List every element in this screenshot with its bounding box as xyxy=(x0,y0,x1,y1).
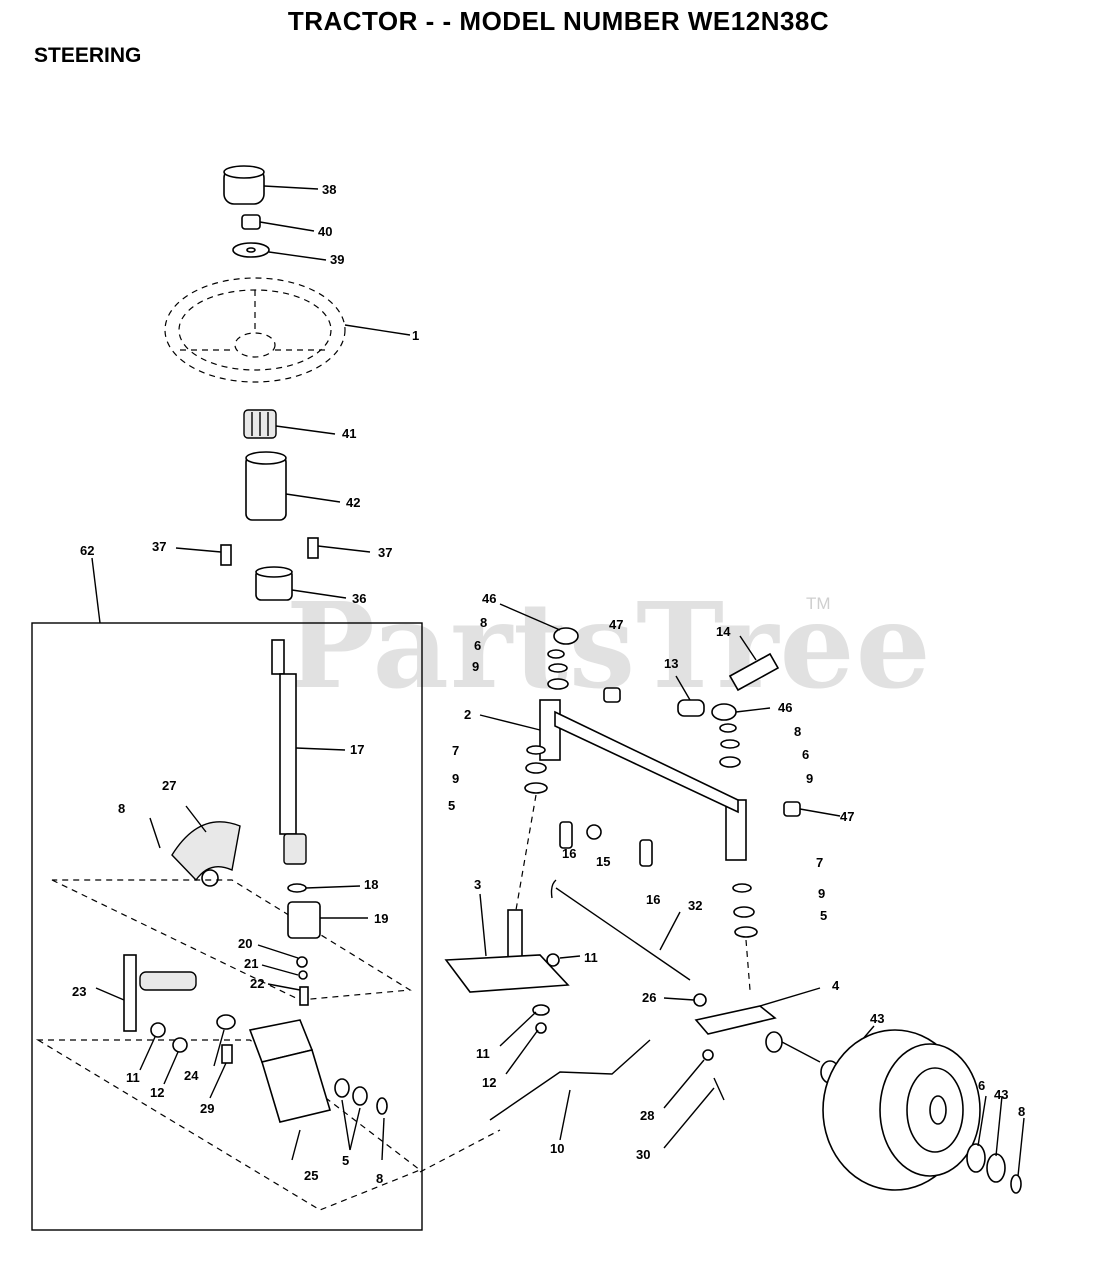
callout-16-b: 16 xyxy=(646,892,660,907)
callout-7-b: 7 xyxy=(816,855,823,870)
callout-47-b: 47 xyxy=(840,809,854,824)
callout-22: 22 xyxy=(250,976,264,991)
callout-40: 40 xyxy=(318,224,332,239)
callout-13: 13 xyxy=(664,656,678,671)
callout-29: 29 xyxy=(200,1101,214,1116)
axle-assembly xyxy=(444,603,875,1149)
adapter-41 xyxy=(243,409,336,439)
callout-6-c: 6 xyxy=(978,1078,985,1093)
callout-8-c: 8 xyxy=(794,724,801,739)
callout-21: 21 xyxy=(244,956,258,971)
callout-12-b: 12 xyxy=(482,1075,496,1090)
callout-8-e: 8 xyxy=(1018,1104,1025,1119)
callout-2: 2 xyxy=(464,707,471,722)
knob-38 xyxy=(223,165,319,205)
callout-11-a: 11 xyxy=(584,950,598,965)
callout-28: 28 xyxy=(640,1108,654,1123)
callout-15: 15 xyxy=(596,854,610,869)
leader-62 xyxy=(91,557,101,624)
steering-arm-23 xyxy=(95,954,197,1032)
callout-11-c: 11 xyxy=(476,1046,490,1061)
washer-20 xyxy=(296,956,308,968)
callout-11-b: 11 xyxy=(126,1070,140,1085)
callout-20: 20 xyxy=(238,936,252,951)
callout-5-b: 5 xyxy=(820,908,827,923)
pinion-19 xyxy=(287,901,321,939)
callout-10: 10 xyxy=(550,1141,564,1156)
bracket-25 xyxy=(248,1019,332,1161)
sector-gear-27 xyxy=(149,805,241,887)
callout-46-right: 46 xyxy=(778,700,792,715)
callout-9-d: 9 xyxy=(818,886,825,901)
callout-43-a: 43 xyxy=(870,1011,884,1026)
callout-12-a: 12 xyxy=(150,1085,164,1100)
bushing-24 xyxy=(216,1014,236,1030)
washer-5a xyxy=(334,1078,350,1098)
nut-12-left xyxy=(172,1037,188,1053)
callout-41: 41 xyxy=(342,426,356,441)
assembly-62-box xyxy=(31,622,423,1231)
callout-26: 26 xyxy=(642,990,656,1005)
callout-8-a: 8 xyxy=(480,615,487,630)
callout-6-b: 6 xyxy=(802,747,809,762)
ring-8-left xyxy=(376,1097,388,1115)
callout-9-b: 9 xyxy=(452,771,459,786)
steering-wheel-1 xyxy=(164,277,411,383)
front-wheel xyxy=(822,1029,1025,1194)
watermark-trademark: TM xyxy=(806,594,831,613)
callout-9-a: 9 xyxy=(472,659,479,674)
section-title: STEERING xyxy=(34,44,142,67)
callout-3: 3 xyxy=(474,877,481,892)
callout-25: 25 xyxy=(304,1168,318,1183)
callout-30: 30 xyxy=(636,1147,650,1162)
bushing-36 xyxy=(255,566,347,601)
callout-32: 32 xyxy=(688,898,702,913)
callout-43-b: 43 xyxy=(994,1087,1008,1102)
callout-1: 1 xyxy=(412,328,419,343)
callout-6-a: 6 xyxy=(474,638,481,653)
callout-23: 23 xyxy=(72,984,86,999)
screws-37 xyxy=(175,537,371,566)
callout-14: 14 xyxy=(716,624,731,639)
washer-21 xyxy=(298,970,308,980)
callout-38: 38 xyxy=(322,182,336,197)
page-title: TRACTOR - - MODEL NUMBER WE12N38C xyxy=(287,6,830,36)
callout-17: 17 xyxy=(350,742,364,757)
callout-36: 36 xyxy=(352,591,366,606)
callout-19: 19 xyxy=(374,911,388,926)
nut-40 xyxy=(241,214,315,232)
callout-39: 39 xyxy=(330,252,344,267)
callout-27: 27 xyxy=(162,778,176,793)
screw-22 xyxy=(299,986,309,1006)
callout-5-c: 5 xyxy=(342,1153,349,1168)
callout-4: 4 xyxy=(832,978,840,993)
callout-37-left: 37 xyxy=(152,539,166,554)
callout-8-b: 8 xyxy=(118,801,125,816)
callout-42: 42 xyxy=(346,495,360,510)
callout-24: 24 xyxy=(184,1068,199,1083)
steering-shaft-17 xyxy=(271,639,346,865)
callout-16-a: 16 xyxy=(562,846,576,861)
callout-62: 62 xyxy=(80,543,94,558)
callout-37-right: 37 xyxy=(378,545,392,560)
callout-labels: 38 40 39 1 41 42 37 37 62 36 46 8 6 9 47… xyxy=(72,182,1025,1186)
callout-46-left: 46 xyxy=(482,591,496,606)
washer-39 xyxy=(232,242,327,261)
cover-42 xyxy=(245,451,341,521)
callout-47-a: 47 xyxy=(609,617,623,632)
callout-7-a: 7 xyxy=(452,743,459,758)
bolt-29 xyxy=(221,1044,233,1064)
callout-9-c: 9 xyxy=(806,771,813,786)
washer-11-left xyxy=(150,1022,166,1038)
callout-8-d: 8 xyxy=(376,1171,383,1186)
callout-18: 18 xyxy=(364,877,378,892)
washer-18 xyxy=(287,883,307,893)
callout-5-a: 5 xyxy=(448,798,455,813)
washer-5b xyxy=(352,1086,368,1106)
